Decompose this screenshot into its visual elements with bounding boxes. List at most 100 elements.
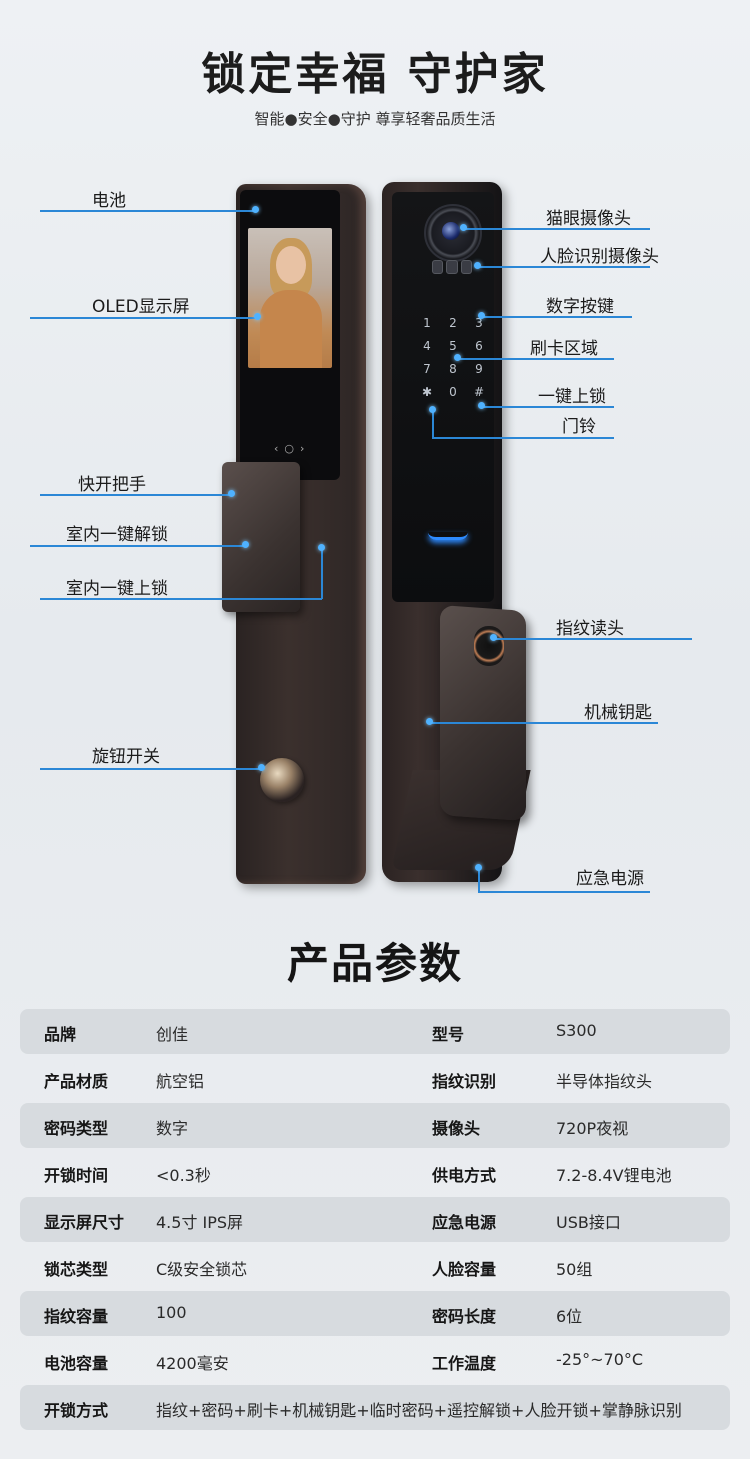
- fingerprint-sensor-icon: [474, 626, 504, 666]
- spec-value: 航空铝: [156, 1072, 205, 1091]
- spec-key: 锁芯类型: [44, 1260, 109, 1279]
- marker-dot: [426, 718, 433, 725]
- spec-value: 4200毫安: [156, 1354, 229, 1373]
- spec-value: 半导体指纹头: [556, 1072, 653, 1091]
- key-1: 1: [423, 316, 431, 330]
- spec-key: 开锁时间: [44, 1166, 109, 1185]
- spec-value: 6位: [556, 1307, 583, 1326]
- leader-line-one-key: [482, 406, 614, 408]
- table-row: 开锁时间 <0.3秒 供电方式 7.2-8.4V锂电池: [20, 1149, 730, 1196]
- label-card-area: 刷卡区域: [530, 339, 598, 359]
- spec-value: 创佳: [156, 1025, 189, 1044]
- key-7: 7: [423, 362, 431, 376]
- spec-value: 指纹+密码+刷卡+机械钥匙+临时密码+遥控解锁+人脸开锁+掌静脉识别: [156, 1401, 682, 1420]
- indicator-light: [428, 532, 468, 540]
- leader-line-handle: [40, 494, 232, 496]
- specs-table: 品牌 创佳 型号 S300 产品材质 航空铝 指纹识别 半导体指纹头 密码类型 …: [20, 1008, 730, 1431]
- page-title: 锁定幸福 守护家: [201, 49, 549, 100]
- marker-dot: [429, 406, 436, 413]
- marker-dot: [474, 262, 481, 269]
- spec-key: 型号: [432, 1025, 465, 1044]
- label-battery: 电池: [92, 191, 126, 211]
- photo-sweater: [260, 290, 322, 368]
- key-8: 8: [449, 362, 457, 376]
- label-mechanical-key: 机械钥匙: [584, 703, 652, 723]
- marker-dot: [490, 634, 497, 641]
- table-row: 品牌 创佳 型号 S300: [20, 1008, 730, 1055]
- spec-value: 50组: [556, 1260, 593, 1279]
- leader-line-fingerprint: [494, 638, 692, 640]
- leader-line-indoor-unlock: [30, 545, 246, 547]
- leader-line-oled: [30, 317, 258, 319]
- label-one-key-lock: 一键上锁: [538, 387, 606, 407]
- spec-key: 工作温度: [432, 1354, 497, 1373]
- key-4: 4: [423, 339, 431, 353]
- table-row: 密码类型 数字 摄像头 720P夜视: [20, 1102, 730, 1149]
- table-row: 开锁方式 指纹+密码+刷卡+机械钥匙+临时密码+遥控解锁+人脸开锁+掌静脉识别: [20, 1384, 730, 1431]
- leader-line-mech-key: [430, 722, 658, 724]
- table-row: 锁芯类型 C级安全锁芯 人脸容量 50组: [20, 1243, 730, 1290]
- leader-line-indoor-lock: [40, 598, 322, 600]
- marker-dot: [475, 864, 482, 871]
- rotary-knob: [260, 758, 304, 802]
- spec-value: S300: [556, 1021, 597, 1040]
- label-number-keys: 数字按键: [546, 297, 614, 317]
- leader-line-indoor-lock-v: [321, 548, 323, 599]
- key-6: 6: [475, 339, 483, 353]
- spec-key: 人脸容量: [432, 1260, 497, 1279]
- marker-dot: [254, 313, 261, 320]
- spec-key: 摄像头: [432, 1119, 481, 1138]
- product-illustration: ‹○› 1 2 3 4 5 6 7 8 9 ✱ 0 # 电池 OLED显示屏 快…: [0, 170, 750, 910]
- spec-key: 指纹容量: [44, 1307, 109, 1326]
- key-5: 5: [449, 339, 457, 353]
- spec-value: C级安全锁芯: [156, 1260, 248, 1279]
- leader-line-knob: [40, 768, 262, 770]
- spec-key: 开锁方式: [44, 1401, 109, 1420]
- marker-dot: [454, 354, 461, 361]
- spec-key: 密码长度: [432, 1307, 497, 1326]
- spec-key: 指纹识别: [432, 1072, 497, 1091]
- face-recognition-cameras: [432, 260, 472, 274]
- screen-photo: [248, 228, 332, 368]
- marker-dot: [318, 544, 325, 551]
- number-keypad: 1 2 3 4 5 6 7 8 9 ✱ 0 #: [414, 316, 494, 399]
- key-0: 0: [449, 385, 457, 399]
- camera-lens-icon: [442, 222, 460, 240]
- label-quick-handle: 快开把手: [78, 475, 146, 495]
- marker-dot: [258, 764, 265, 771]
- marker-dot: [478, 312, 485, 319]
- leader-line-face: [478, 266, 650, 268]
- label-indoor-lock: 室内一键上锁: [66, 579, 168, 599]
- table-row: 电池容量 4200毫安 工作温度 -25°~70°C: [20, 1337, 730, 1384]
- key-3: 3: [475, 316, 483, 330]
- spec-value: 数字: [156, 1119, 189, 1138]
- label-oled-screen: OLED显示屏: [92, 297, 190, 317]
- page-subtitle: 智能●安全●守护 尊享轻奢品质生活: [254, 110, 496, 128]
- key-hash: #: [473, 385, 485, 399]
- spec-key: 电池容量: [44, 1354, 109, 1373]
- label-indoor-unlock: 室内一键解锁: [66, 525, 168, 545]
- spec-key: 显示屏尺寸: [44, 1213, 125, 1232]
- marker-dot: [252, 206, 259, 213]
- spec-key: 应急电源: [432, 1213, 497, 1232]
- oled-screen: ‹○›: [240, 190, 340, 480]
- spec-value: USB接口: [556, 1213, 621, 1232]
- indoor-lock-body: ‹○›: [236, 184, 366, 884]
- spec-key: 品牌: [44, 1025, 77, 1044]
- spec-value: <0.3秒: [156, 1166, 211, 1185]
- label-rotary-knob: 旋钮开关: [92, 747, 160, 767]
- specs-title: 产品参数: [286, 939, 463, 988]
- leader-line-power-v: [478, 868, 480, 892]
- label-face-camera: 人脸识别摄像头: [540, 247, 659, 267]
- label-doorbell: 门铃: [562, 417, 596, 437]
- screen-nav-icons: ‹○›: [274, 442, 311, 455]
- quick-open-handle: [222, 462, 300, 612]
- key-2: 2: [449, 316, 457, 330]
- key-9: 9: [475, 362, 483, 376]
- label-peephole-camera: 猫眼摄像头: [546, 209, 631, 229]
- spec-key: 产品材质: [44, 1072, 109, 1091]
- photo-face: [276, 246, 306, 284]
- spec-key: 供电方式: [432, 1166, 497, 1185]
- marker-dot: [460, 224, 467, 231]
- marker-dot: [242, 541, 249, 548]
